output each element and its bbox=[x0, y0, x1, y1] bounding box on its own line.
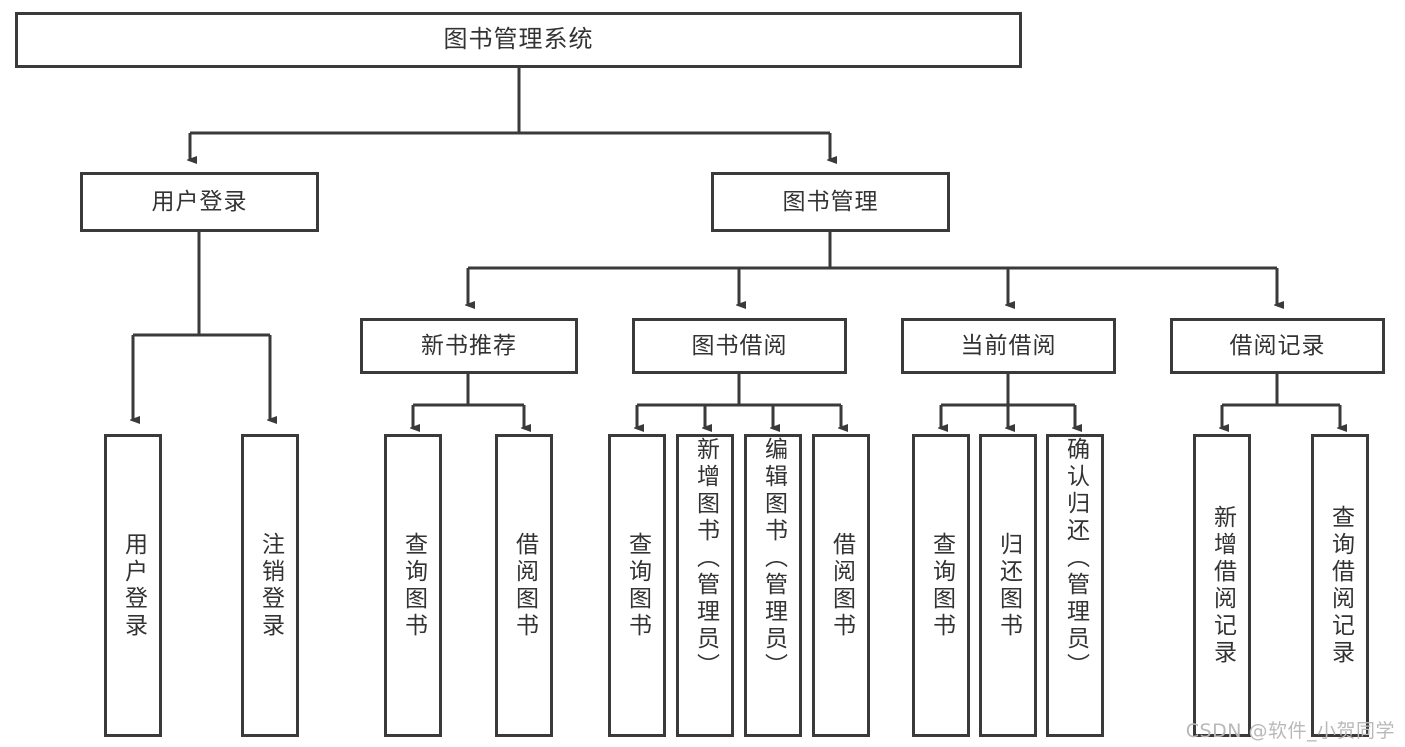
node-new-book-recommend-label: 新书推荐 bbox=[421, 332, 517, 359]
leaf-add-borrow-record[interactable]: 新增借阅记录 bbox=[1193, 434, 1251, 737]
node-current-borrow-label: 当前借阅 bbox=[960, 332, 1057, 359]
node-user-login-label: 用户登录 bbox=[151, 188, 248, 215]
leaf-logout[interactable]: 注销登录 bbox=[241, 434, 299, 737]
node-user-login[interactable]: 用户登录 bbox=[80, 172, 319, 232]
leaf-borrow-book-recommend-label: 借阅图书 bbox=[511, 531, 538, 640]
leaf-edit-book-admin[interactable]: 编辑图书（管理员） bbox=[744, 434, 802, 737]
node-book-management-label: 图书管理 bbox=[782, 188, 879, 215]
leaf-borrow-book-recommend[interactable]: 借阅图书 bbox=[495, 434, 553, 737]
leaf-add-book-admin[interactable]: 新增图书（管理员） bbox=[676, 434, 734, 737]
leaf-query-book-borrow-label: 查询图书 bbox=[624, 531, 651, 640]
leaf-user-login-label: 用户登录 bbox=[120, 531, 147, 640]
leaf-query-book-recommend-label: 查询图书 bbox=[400, 531, 427, 640]
node-root[interactable]: 图书管理系统 bbox=[15, 12, 1022, 68]
node-book-borrow-label: 图书借阅 bbox=[691, 332, 788, 359]
node-book-borrow[interactable]: 图书借阅 bbox=[632, 318, 847, 374]
node-root-label: 图书管理系统 bbox=[443, 25, 594, 54]
leaf-query-book-current[interactable]: 查询图书 bbox=[912, 434, 970, 737]
leaf-query-book-borrow[interactable]: 查询图书 bbox=[608, 434, 666, 737]
leaf-add-borrow-record-label: 新增借阅记录 bbox=[1209, 504, 1236, 667]
leaf-confirm-return-admin-label: 确认归还（管理员） bbox=[1062, 437, 1089, 680]
node-new-book-recommend[interactable]: 新书推荐 bbox=[360, 318, 578, 374]
watermark: CSDN @软件_小贺同学 bbox=[1185, 720, 1395, 742]
node-borrow-records-label: 借阅记录 bbox=[1229, 332, 1326, 359]
node-borrow-records[interactable]: 借阅记录 bbox=[1170, 318, 1385, 374]
leaf-logout-label: 注销登录 bbox=[257, 531, 284, 640]
leaf-query-borrow-record-label: 查询借阅记录 bbox=[1327, 504, 1354, 667]
leaf-return-book[interactable]: 归还图书 bbox=[979, 434, 1037, 737]
leaf-query-book-recommend[interactable]: 查询图书 bbox=[384, 434, 442, 737]
leaf-edit-book-admin-label: 编辑图书（管理员） bbox=[760, 437, 787, 680]
leaf-query-borrow-record[interactable]: 查询借阅记录 bbox=[1311, 434, 1369, 737]
leaf-borrow-book[interactable]: 借阅图书 bbox=[812, 434, 870, 737]
node-current-borrow[interactable]: 当前借阅 bbox=[901, 318, 1116, 374]
leaf-query-book-current-label: 查询图书 bbox=[928, 531, 955, 640]
leaf-return-book-label: 归还图书 bbox=[995, 531, 1022, 640]
leaf-confirm-return-admin[interactable]: 确认归还（管理员） bbox=[1046, 434, 1104, 737]
leaf-add-book-admin-label: 新增图书（管理员） bbox=[692, 437, 719, 680]
node-book-management[interactable]: 图书管理 bbox=[711, 172, 950, 232]
leaf-user-login[interactable]: 用户登录 bbox=[104, 434, 162, 737]
leaf-borrow-book-label: 借阅图书 bbox=[828, 531, 855, 640]
